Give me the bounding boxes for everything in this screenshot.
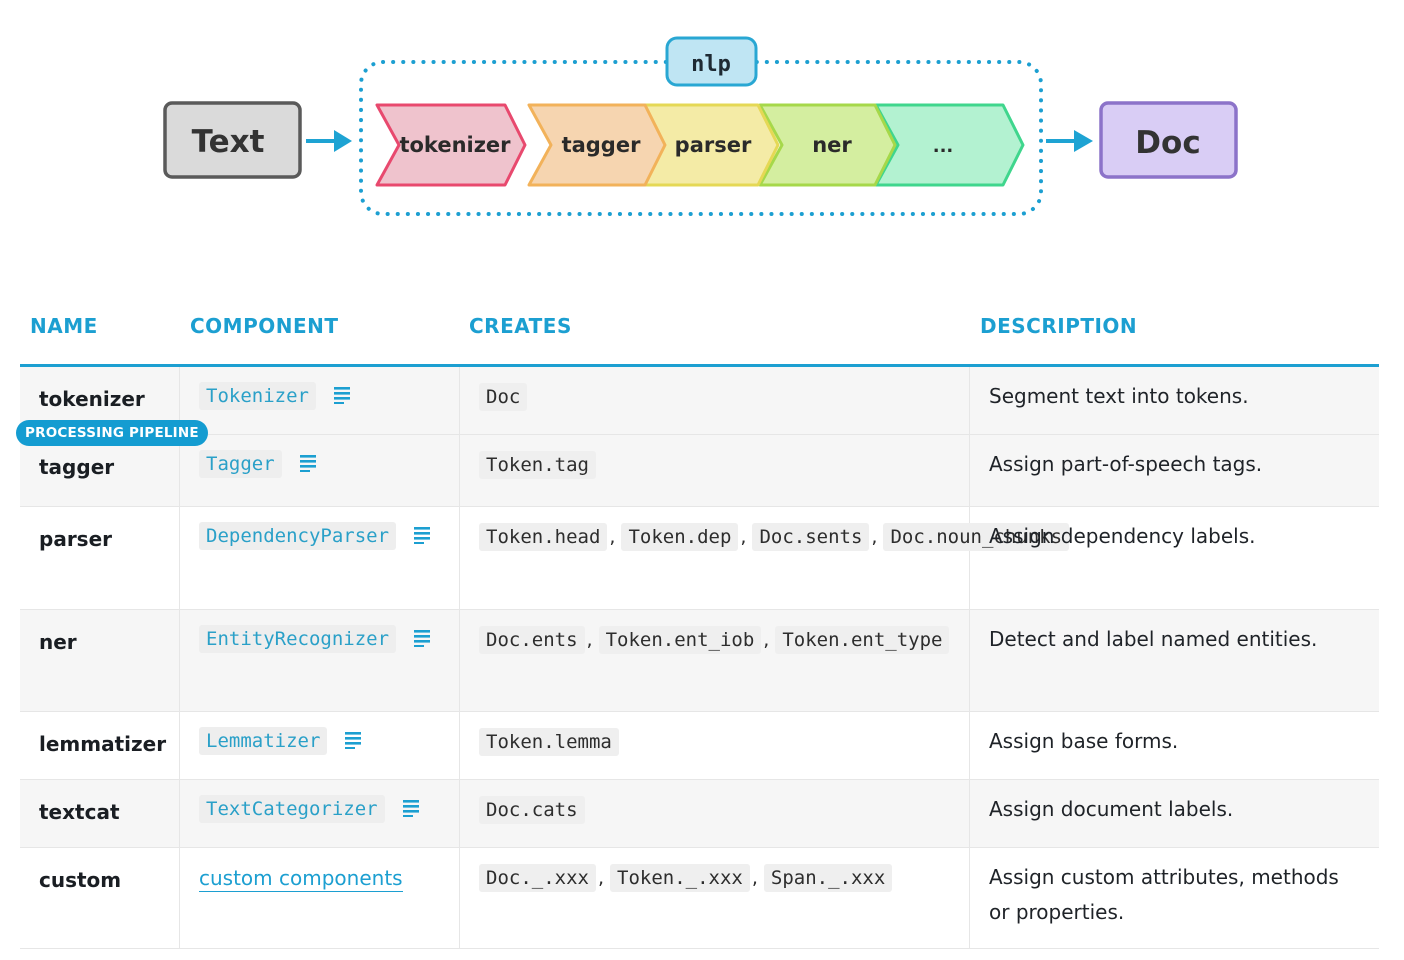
cell-description: Detect and label named entities. [989,627,1318,651]
attribute-code: Token.head [479,523,608,551]
nlp-label-box [665,36,758,87]
cell-name: ner [20,610,180,711]
output-doc-label: Doc [1135,125,1200,161]
header-name: NAME [30,314,98,338]
attribute-code: Doc [479,383,528,411]
attribute-code: Token.ent_type [775,626,950,654]
cell-component: custom components [180,848,460,948]
table-row: ner EntityRecognizer Doc.ents,Token.ent_io… [20,610,1379,712]
ner-stage-label: ner [812,133,852,157]
input-text-box [163,101,302,179]
more-stage [874,103,1025,187]
component-link[interactable]: Lemmatizer [199,727,328,755]
separator: , [740,526,747,548]
doc-lines-icon[interactable] [333,386,350,409]
header-creates: CREATES [469,314,572,338]
cell-creates: Token.head,Token.dep,Doc.sents,Doc.noun_… [460,507,1070,609]
attribute-code: Doc.noun_chunks [883,523,1070,551]
tagger-stage [527,103,667,187]
attribute-code: Token.lemma [479,728,619,756]
cell-creates: Doc.ents,Token.ent_iob,Token.ent_type [460,610,970,711]
custom-components-link[interactable]: custom components [199,866,403,892]
attribute-code: Token._.xxx [610,864,750,892]
cell-component: DependencyParser [180,507,460,609]
doc-lines-icon[interactable] [299,454,316,477]
cell-description: Segment text into tokens. [989,384,1249,408]
component-link[interactable]: DependencyParser [199,522,397,550]
pipeline-stages: ... ner parser tagger tokenizer [375,103,1025,187]
cell-component: TextCategorizer [180,780,460,847]
attribute-code: Doc.ents [479,626,585,654]
separator: , [751,867,758,889]
cell-name: tokenizer [20,367,180,434]
cell-component: Tokenizer [180,367,460,434]
table-body: tokenizer Tokenizer Doc Segment text into t… [20,367,1379,949]
table-header: NAME COMPONENT CREATES DESCRIPTION [20,300,1379,367]
cell-component: Lemmatizer [180,712,460,779]
ner-stage [758,103,897,187]
attribute-code: Doc._.xxx [479,864,596,892]
arrow-out-icon [1046,130,1093,152]
cell-creates: Token.lemma [460,712,970,779]
cell-name: lemmatizer [20,712,180,779]
cell-creates: Doc [460,367,970,434]
doc-lines-icon[interactable] [414,526,431,549]
separator: , [871,526,878,548]
header-description: DESCRIPTION [980,314,1138,338]
table-row: tokenizer Tokenizer Doc Segment text into t… [20,367,1379,435]
doc-lines-icon[interactable] [402,799,419,822]
separator: , [586,629,593,651]
components-table: NAME COMPONENT CREATES DESCRIPTION token… [20,300,1379,949]
cell-name: parser [20,507,180,609]
table-row: lemmatizer Lemmatizer Token.lemma Assign ba… [20,712,1379,780]
component-link[interactable]: TextCategorizer [199,795,385,823]
table-row: tagger Tagger Token.tag Assign part-of-spee… [20,435,1379,507]
attribute-code: Doc.sents [752,523,870,551]
cell-name: tagger [20,435,180,506]
header-component: COMPONENT [190,314,339,338]
nlp-label: nlp [691,52,731,77]
pipeline-diagram: nlp Text ... ner parser tagger tokenizer Doc [163,36,1238,216]
cell-description: Assign base forms. [989,729,1179,753]
cell-name: textcat [20,780,180,847]
separator: , [763,629,770,651]
cell-description: Assign dependency labels. [989,524,1256,548]
cell-description: Assign custom attributes, methods or pro… [989,865,1339,924]
more-stage-label: ... [933,136,954,157]
separator: , [609,526,616,548]
cell-component: Tagger [180,435,460,506]
separator: , [597,867,604,889]
tokenizer-stage-label: tokenizer [399,133,511,157]
cell-description: Assign part-of-speech tags. [989,452,1263,476]
cell-name: custom [20,848,180,948]
cell-creates: Doc.cats [460,780,970,847]
cell-creates: Doc._.xxx,Token._.xxx,Span._.xxx [460,848,970,948]
doc-lines-icon[interactable] [345,731,362,754]
parser-stage-label: parser [675,133,752,157]
component-link[interactable]: Tagger [199,450,282,478]
nlp-container [359,60,1043,216]
cell-component: EntityRecognizer [180,610,460,711]
component-link[interactable]: EntityRecognizer [199,625,397,653]
output-doc-box [1099,101,1238,179]
arrow-in-icon [306,130,352,152]
attribute-code: Token.dep [621,523,739,551]
tagger-stage-label: tagger [562,133,642,157]
attribute-code: Token.ent_iob [598,626,762,654]
attribute-code: Span._.xxx [763,864,893,892]
input-text-label: Text [192,124,265,160]
component-link[interactable]: Tokenizer [199,382,316,410]
cell-description: Assign document labels. [989,797,1234,821]
doc-lines-icon[interactable] [414,629,431,652]
attribute-code: Token.tag [479,451,596,479]
cell-creates: Token.tag [460,435,970,506]
attribute-code: Doc.cats [479,796,585,824]
table-row: textcat TextCategorizer Doc.cats Assign doc… [20,780,1379,848]
tokenizer-stage [375,103,527,187]
processing-pipeline-badge: PROCESSING PIPELINE [16,420,208,446]
